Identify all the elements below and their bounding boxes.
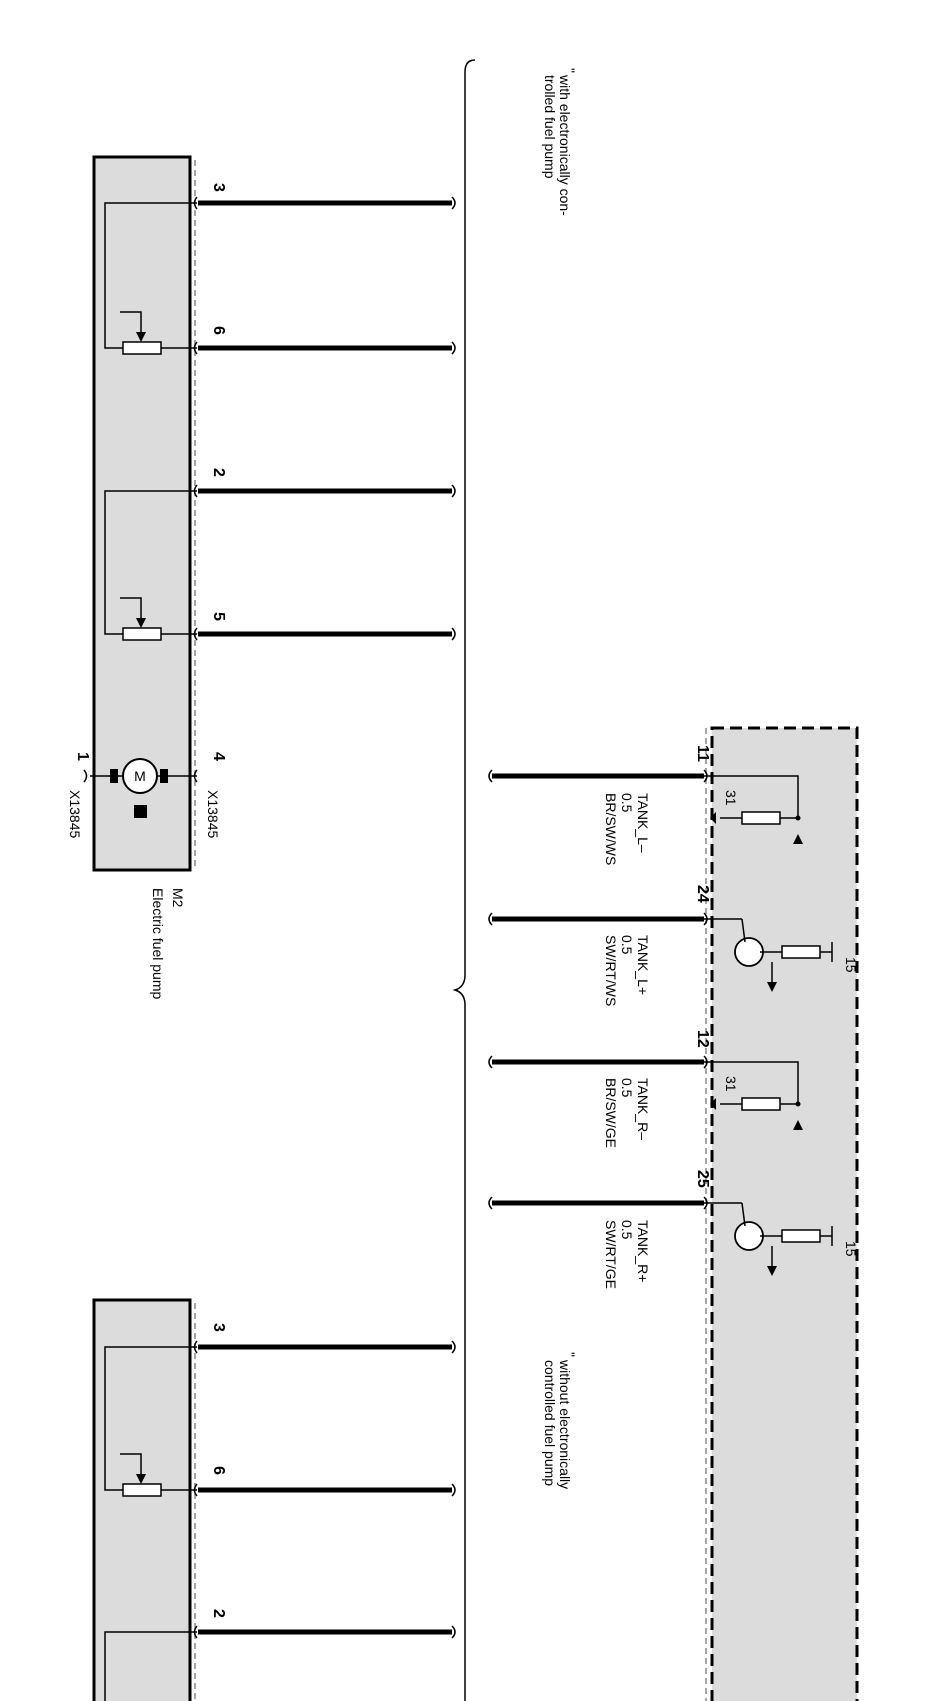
- cu-pin-24: 24 15 TANK_L+ 0.5 SW/RT/WS: [488, 885, 859, 1006]
- pin-label: 11: [694, 745, 711, 762]
- pin-label: 3: [210, 183, 227, 192]
- terminal-ref: 31: [723, 1076, 739, 1092]
- ground-arrow-icon: [793, 1120, 803, 1130]
- terminal-ref: 31: [723, 790, 739, 806]
- pin-label: 1: [74, 752, 91, 761]
- control-unit-housing: [710, 726, 859, 1701]
- component-description: Electric fuel pump: [150, 888, 166, 999]
- motor-icon: [122, 758, 158, 794]
- connector-label: X13845: [67, 790, 83, 838]
- motor-label: M: [134, 768, 146, 784]
- pin-label: 24: [694, 885, 711, 903]
- fuel-pump-module-lower: 3 6 2: [92, 1298, 456, 1701]
- level-sender-1: [104, 202, 197, 355]
- resistor-icon: [122, 1483, 162, 1497]
- terminal-ref: 15: [843, 1241, 859, 1257]
- upper-pump-wires: [198, 196, 456, 641]
- pin-label: 2: [210, 1609, 227, 1618]
- signal-name: TANK_L–: [635, 793, 651, 853]
- resistor-icon: [781, 945, 821, 959]
- cu-pin-12: 12 31 TANK_R– 0.5 BR/SW/GE: [488, 1030, 803, 1148]
- ground-marker-icon: [134, 805, 147, 818]
- component-id: M2: [170, 888, 186, 908]
- resistor-icon: [781, 1229, 821, 1243]
- connector-label: X13845: [205, 790, 221, 838]
- svg-text:": ": [562, 1352, 578, 1357]
- svg-text:": ": [562, 68, 578, 73]
- cu-pin-25: 25 15 TANK_R+ 0.5 SW/RT/GE: [488, 1170, 859, 1289]
- resistor-icon: [741, 1097, 781, 1111]
- terminal-ref: 15: [843, 957, 859, 973]
- fuel-pump-module-upper: M 3 6 2 5 4 1 X13845 X13845 M2 Electric …: [67, 155, 227, 999]
- wire-cross-section: 0.5: [619, 1220, 635, 1240]
- pin-label: 3: [210, 1323, 227, 1332]
- pin-label: 25: [694, 1170, 711, 1188]
- wiper-arrow-icon: [136, 1474, 146, 1484]
- wiper-arrow-icon: [136, 332, 146, 342]
- wire-cross-section: 0.5: [619, 935, 635, 955]
- wire-color-code: BR/SW/GE: [603, 1078, 619, 1148]
- note-line: with electronically con-: [557, 74, 573, 216]
- pin-label: 4: [210, 752, 227, 761]
- pin-label: 6: [210, 1466, 227, 1475]
- signal-name: TANK_R–: [635, 1078, 651, 1140]
- wire-color-code: SW/RT/GE: [603, 1220, 619, 1289]
- arrow-icon: [710, 1098, 716, 1110]
- level-sender-2: [104, 490, 197, 641]
- note-line: controlled fuel pump: [542, 1360, 558, 1486]
- signal-name: TANK_L+: [635, 935, 651, 995]
- wire-color-code: BR/SW/WS: [603, 793, 619, 865]
- pin-label: 12: [694, 1030, 711, 1048]
- transistor-icon: [734, 1221, 764, 1251]
- arrow-icon: [767, 982, 777, 992]
- pin-label: 2: [210, 468, 227, 477]
- resistor-icon: [122, 341, 162, 355]
- level-sender-lower: [104, 1346, 197, 1701]
- variant-note-without-ekp: " without electronically controlled fuel…: [542, 1352, 578, 1489]
- arrow-icon: [767, 1266, 777, 1276]
- signal-name: TANK_R+: [635, 1220, 651, 1282]
- variant-brace: [452, 59, 476, 1701]
- ground-arrow-icon: [793, 834, 803, 844]
- resistor-icon: [741, 811, 781, 825]
- pin-label: 5: [210, 612, 227, 621]
- wire-cross-section: 0.5: [619, 1078, 635, 1098]
- resistor-icon: [122, 627, 162, 641]
- arrow-icon: [710, 812, 716, 824]
- cu-pin-11: 11 31 TANK_L– 0.5 BR/SW/WS: [488, 745, 803, 865]
- pin-label: 6: [210, 326, 227, 335]
- pump-motor: M: [90, 758, 197, 818]
- wire-cross-section: 0.5: [619, 793, 635, 813]
- variant-note-with-ekp: " with electronically con- trolled fuel …: [542, 68, 578, 216]
- wire-color-code: SW/RT/WS: [603, 935, 619, 1006]
- fuel-pump-housing: [92, 155, 192, 872]
- wiper-arrow-icon: [136, 618, 146, 628]
- note-line: without electronically: [557, 1359, 573, 1489]
- note-line: trolled fuel pump: [542, 75, 558, 179]
- control-unit: 11 31 TANK_L– 0.5 BR/SW/WS 24 15 TANK_L+…: [488, 726, 859, 1701]
- fuel-pump-housing: [92, 1298, 192, 1701]
- transistor-icon: [734, 937, 764, 967]
